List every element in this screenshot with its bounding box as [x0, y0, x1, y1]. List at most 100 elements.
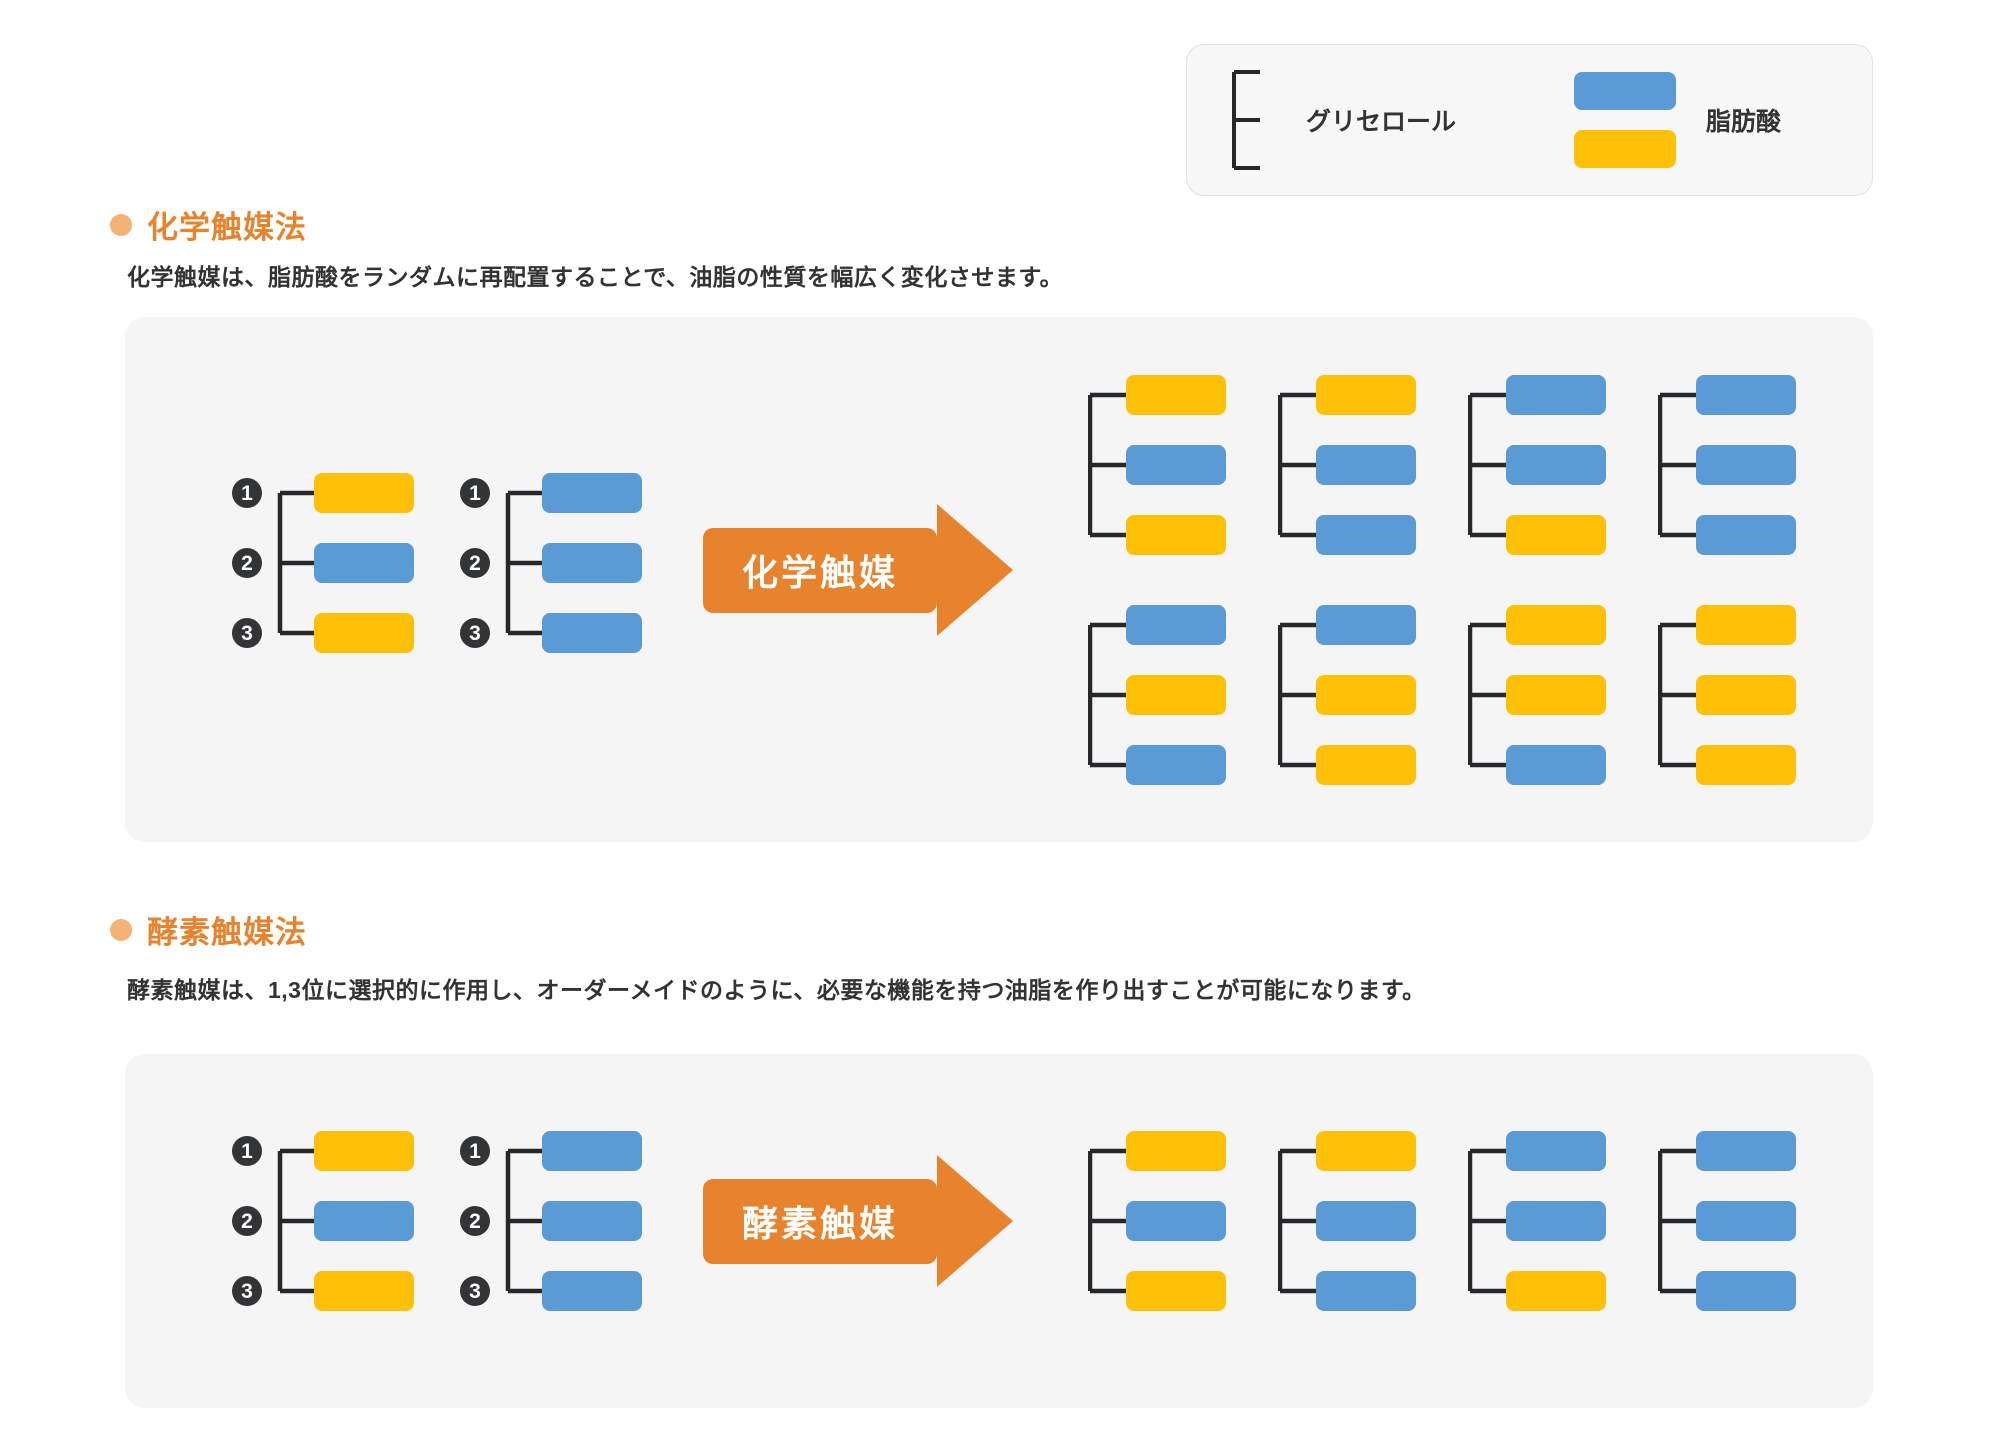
position-number: 3: [241, 622, 253, 645]
fatty-acid-block-yellow: [1126, 514, 1226, 555]
fatty-acid-block-yellow: [314, 1131, 414, 1171]
fatty-acid-block-yellow: [1126, 374, 1226, 415]
position-number: 1: [469, 1140, 481, 1163]
fatty-acid-block-yellow: [1506, 604, 1606, 645]
fatty-acid-block-yellow: [1316, 674, 1416, 715]
glycerol-backbone-icon: [1468, 1148, 1506, 1294]
fatty-acid-block-yellow: [314, 612, 414, 653]
triglyceride-product-diagram: [1278, 1131, 1416, 1311]
fatty-acid-block-blue: [1506, 374, 1606, 415]
position-number-badge: [232, 477, 262, 508]
fatty-acid-block-blue: [1696, 1201, 1796, 1241]
glycerol-backbone-icon: [1468, 392, 1506, 537]
position-number-badge: [460, 1136, 490, 1166]
position-number-badge: [232, 617, 262, 648]
glycerol-backbone-icon: [1468, 622, 1506, 767]
glycerol-backbone-icon: [1658, 622, 1696, 767]
triglyceride-product-diagram: [1468, 604, 1606, 785]
fatty-acid-block-blue: [542, 1131, 642, 1171]
section-heading-chemical: 化学触媒法: [110, 202, 307, 247]
fatty-acid-block-blue: [314, 542, 414, 583]
triglyceride-reactant-diagram: 123: [460, 472, 642, 653]
position-number-badge: [232, 1136, 262, 1166]
triglyceride-product-diagram: [1658, 604, 1796, 785]
fatty-acid-block-blue: [1316, 1201, 1416, 1241]
position-number: 3: [469, 1280, 481, 1303]
fatty-acid-block-blue: [1696, 514, 1796, 555]
fatty-acid-swatch-blue: [1574, 72, 1677, 110]
section-title: 酵素触媒法: [147, 915, 307, 950]
glycerol-backbone-icon: [505, 1148, 542, 1294]
fatty-acid-block-blue: [542, 1271, 642, 1311]
triglyceride-reactant-diagram: 1 2 3: [232, 472, 414, 653]
fatty-acid-block-yellow: [1126, 1271, 1226, 1311]
product-row: [1088, 1131, 1798, 1311]
product-group: [1088, 374, 1798, 785]
fatty-acid-block-yellow: [314, 1271, 414, 1311]
legend-item-glycerol: グリセロール: [1232, 70, 1456, 170]
position-number: 1: [469, 482, 481, 505]
fatty-acid-block-blue: [1126, 444, 1226, 485]
position-number: 3: [241, 1280, 253, 1303]
position-number: 2: [241, 552, 253, 575]
position-number-badge: [232, 547, 262, 578]
reaction-arrow: 化学触媒: [703, 504, 1013, 636]
position-number: 1: [241, 482, 253, 505]
triglyceride-product-diagram: [1278, 374, 1416, 555]
heading-bullet-icon: [110, 213, 132, 236]
product-group: [1088, 1131, 1798, 1311]
glycerol-backbone-icon: [505, 490, 542, 635]
fatty-acid-block-yellow: [314, 472, 414, 513]
fatty-acid-block-yellow: [1696, 604, 1796, 645]
triglyceride-product-diagram: [1658, 374, 1796, 555]
fatty-acid-block-yellow: [1506, 1271, 1606, 1311]
triglyceride-reactant-diagram: 123: [232, 1131, 414, 1311]
triglyceride-product-diagram: [1088, 604, 1226, 785]
fatty-acid-block-blue: [1506, 1201, 1606, 1241]
triglyceride-reactant-diagram: 1 2 3: [460, 1131, 642, 1311]
fatty-acid-block-blue: [1696, 444, 1796, 485]
glycerol-backbone-icon: [277, 1148, 314, 1294]
position-number: 2: [469, 1210, 481, 1233]
glycerol-backbone-icon: [1278, 392, 1316, 537]
product-row: [1088, 604, 1798, 785]
glycerol-backbone-icon: [1088, 622, 1126, 767]
glycerol-backbone-icon: [1232, 70, 1260, 170]
glycerol-backbone-icon: [1278, 622, 1316, 767]
reaction-arrow-label: 酵素触媒: [741, 1203, 898, 1244]
section-heading-enzyme: 酵素触媒法: [110, 907, 307, 952]
fatty-acid-block-yellow: [1316, 744, 1416, 785]
fatty-acid-block-blue: [542, 1201, 642, 1241]
position-number: 2: [241, 1210, 253, 1233]
fatty-acid-block-blue: [1696, 1131, 1796, 1171]
section-description: 酵素触媒は、1,3位に選択的に作用し、オーダーメイドのように、必要な機能を持つ油…: [127, 977, 1426, 1003]
fatty-acid-block-blue: [1506, 444, 1606, 485]
position-number-badge: [460, 1206, 490, 1236]
position-number: 3: [469, 622, 481, 645]
fatty-acid-block-blue: [1506, 1131, 1606, 1171]
glycerol-backbone-icon: [1658, 392, 1696, 537]
arrow-head-icon: [937, 504, 1013, 636]
fatty-acid-block-blue: [314, 1201, 414, 1241]
fatty-acid-block-yellow: [1506, 674, 1606, 715]
fatty-acid-block-blue: [542, 612, 642, 653]
glycerol-backbone-icon: [277, 490, 314, 635]
fatty-acid-block-yellow: [1696, 744, 1796, 785]
glycerol-label: グリセロール: [1306, 108, 1457, 136]
triglyceride-product-diagram: [1468, 374, 1606, 555]
fatty-acid-label: 脂肪酸: [1706, 108, 1782, 136]
fatty-acid-block-yellow: [1696, 674, 1796, 715]
section-title: 化学触媒法: [147, 210, 307, 245]
fatty-acid-block-blue: [1316, 1271, 1416, 1311]
triglyceride-product-diagram: [1468, 1131, 1606, 1311]
triglyceride-product-diagram: [1088, 374, 1226, 555]
fatty-acid-block-blue: [1126, 1201, 1226, 1241]
fatty-acid-block-blue: [542, 472, 642, 513]
triglyceride-product-diagram: [1088, 1131, 1226, 1311]
position-number-badge: [232, 1276, 262, 1306]
glycerol-backbone-icon: [1088, 1148, 1126, 1294]
reaction-arrow-body: 酵素触媒: [703, 1178, 937, 1264]
